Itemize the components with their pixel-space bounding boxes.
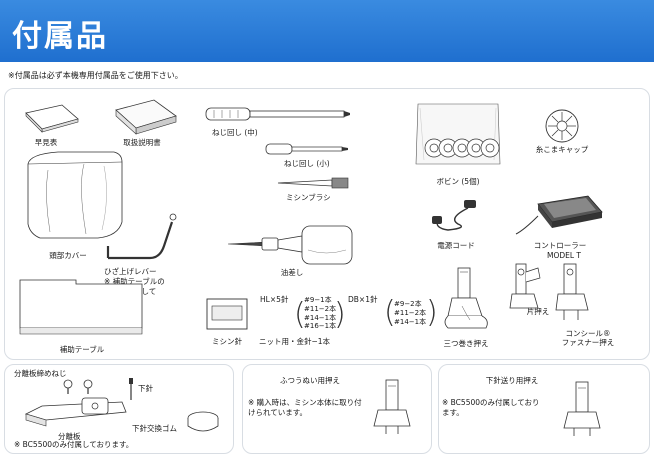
regular-foot-note: ※ 購入時は、ミシン本体に取り付 けられています。 xyxy=(248,398,362,417)
db-left-bracket: ( xyxy=(384,295,396,330)
separator-plate-label: 分離板 xyxy=(58,432,81,441)
needle-rubber-label: 下針交換ゴム xyxy=(132,424,177,433)
db-needle-sizes: #9−2本 #11−2本 #14−1本 xyxy=(394,300,427,326)
needle-rubber-illustration xyxy=(187,411,219,432)
controller-label: コントローラー xyxy=(533,241,587,250)
zipper-foot-illustration xyxy=(555,263,589,320)
spool-cap-illustration xyxy=(545,109,579,143)
feed-foot-panel xyxy=(438,364,650,454)
single-foot-label: 片押え xyxy=(526,307,550,316)
aux-table-illustration xyxy=(19,279,143,335)
controller-illustration xyxy=(515,195,603,235)
quick-reference-label: 早見表 xyxy=(34,138,58,147)
hl-needle-header: HL×5針 xyxy=(260,295,289,304)
head-cover-label: 頭部カバー xyxy=(49,251,87,260)
hemmer-foot-label: 三つ巻き押え xyxy=(443,339,489,348)
aux-table-label: 補助テーブル xyxy=(59,345,105,354)
regular-foot-illustration xyxy=(373,379,411,434)
hl-right-bracket: ) xyxy=(334,297,346,332)
usage-notice: ※付属品は必ず本機専用付属品をご使用下さい。 xyxy=(8,71,183,80)
lower-needle-illustration xyxy=(129,378,133,400)
zipper-foot-label: コンシール® ファスナー押え xyxy=(561,329,615,348)
feed-foot-illustration xyxy=(563,381,601,436)
manual-illustration xyxy=(115,99,177,135)
head-cover-illustration xyxy=(27,151,123,239)
manual-label: 取扱説明書 xyxy=(123,138,161,147)
db-needle-header: DB×1針 xyxy=(348,295,378,304)
lower-needle-label: 下針 xyxy=(138,384,153,393)
plate-panel-note: ※ BC5500のみ付属しております。 xyxy=(14,440,134,449)
single-foot-illustration xyxy=(509,263,541,309)
feed-foot-note: ※ BC5500のみ付属しており ます。 xyxy=(442,398,540,417)
hl-needle-footer: ニット用・金針−1本 xyxy=(259,337,331,346)
power-cord-label: 電源コード xyxy=(437,241,475,250)
screwdriver-medium-illustration xyxy=(205,107,350,121)
plate-screw-label: 分離板締めねじ xyxy=(14,369,67,378)
hl-needle-sizes: #9−1本 #11−2本 #14−1本 #16−1本 xyxy=(304,296,337,331)
spool-cap-label: 糸こまキャップ xyxy=(535,145,589,154)
knee-lever-label: ひざ上げレバー xyxy=(104,267,157,276)
separator-plate-illustration xyxy=(24,397,127,427)
page-title: 付属品 xyxy=(12,19,108,54)
oiler-label: 油差し xyxy=(280,268,304,277)
feed-foot-title: 下針送り用押え xyxy=(485,376,539,385)
brush-illustration xyxy=(277,177,349,189)
bobbins-illustration xyxy=(415,103,501,165)
quick-reference-illustration xyxy=(25,104,79,133)
power-cord-illustration xyxy=(432,200,476,231)
oiler-illustration xyxy=(227,225,353,265)
screwdriver-small-illustration xyxy=(265,143,348,155)
regular-foot-title: ふつうぬい用押え xyxy=(280,376,340,385)
knee-lever-illustration xyxy=(106,213,177,260)
brush-label: ミシンブラシ xyxy=(286,193,331,202)
regular-foot-panel xyxy=(242,364,432,454)
plate-screws-illustration xyxy=(63,379,93,394)
hemmer-foot-illustration xyxy=(444,267,488,329)
db-right-bracket: ) xyxy=(426,295,438,330)
screwdriver-small-label: ねじ回し (小) xyxy=(284,159,330,168)
needle-label: ミシン針 xyxy=(212,337,242,346)
needle-pack-illustration xyxy=(206,298,248,330)
controller-model-label: MODEL T xyxy=(546,251,582,260)
screwdriver-medium-label: ねじ回し (中) xyxy=(212,128,258,137)
header-banner: 付属品 xyxy=(0,0,654,62)
hl-left-bracket: ( xyxy=(294,297,306,332)
bobbins-label: ボビン (5個) xyxy=(436,177,480,186)
